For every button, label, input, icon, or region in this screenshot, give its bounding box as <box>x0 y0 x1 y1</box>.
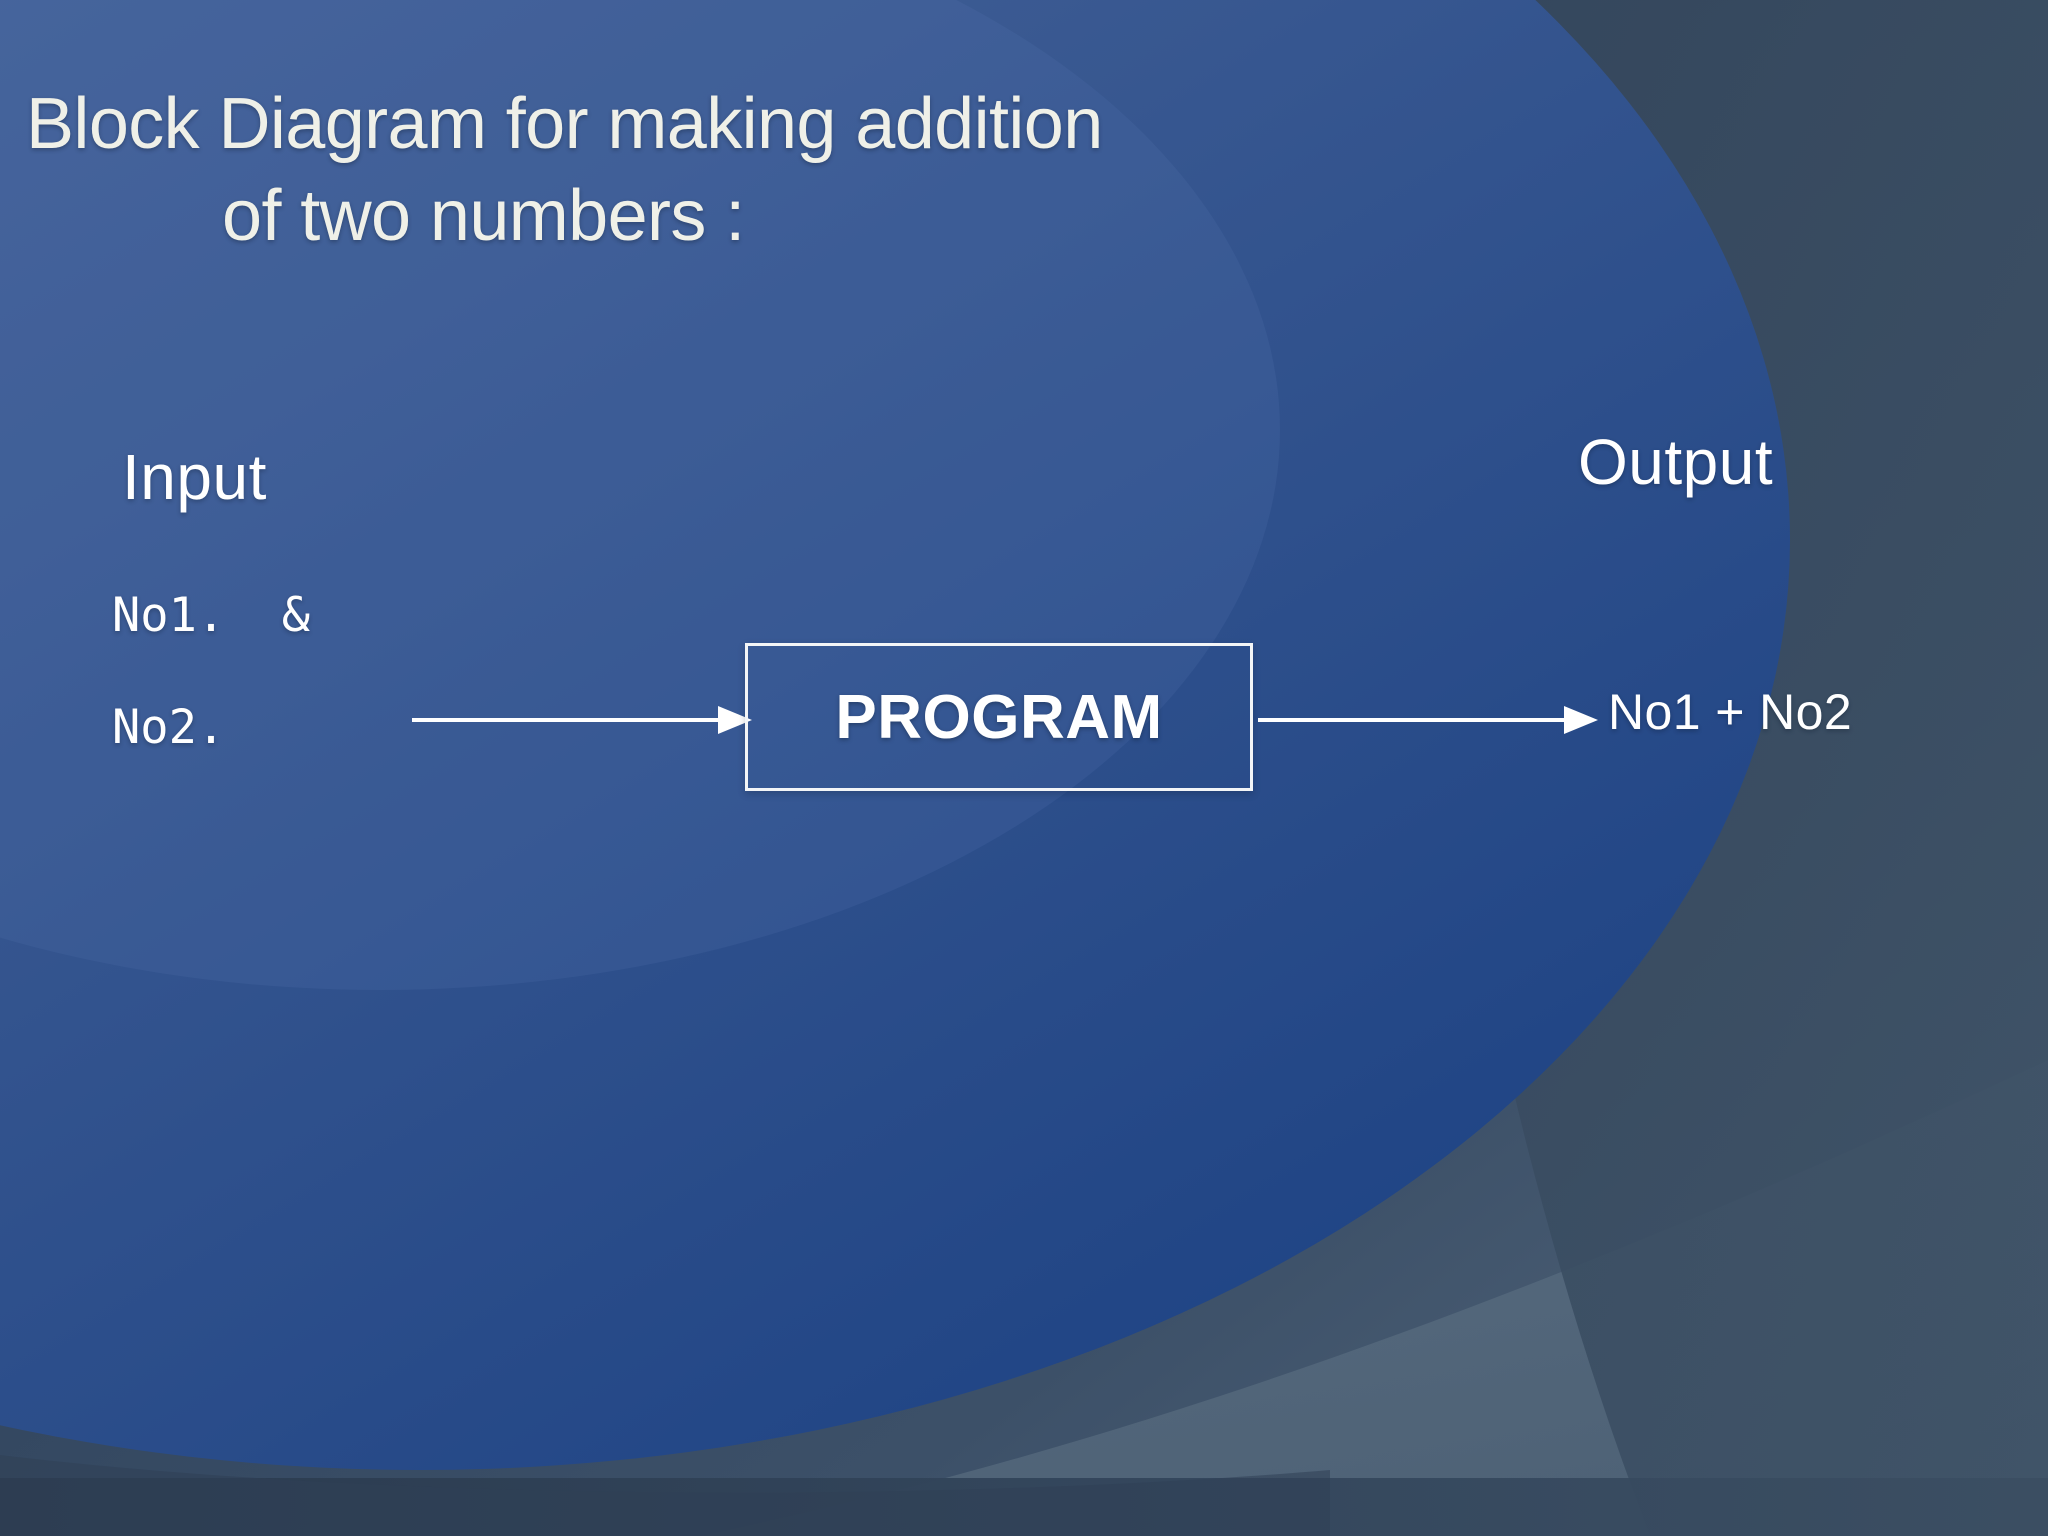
title-line-1: Block Diagram for making addition <box>26 84 1103 164</box>
background-bottom-band <box>0 1478 2048 1536</box>
arrow-right-icon <box>412 706 752 734</box>
slide-title: Block Diagram for making addition of two… <box>26 78 1586 262</box>
background-bottom-curve <box>0 1455 1330 1536</box>
input-heading: Input <box>122 441 267 513</box>
arrow-program-to-output <box>1258 700 1598 740</box>
program-box-label: PROGRAM <box>835 682 1163 752</box>
input-operand-line-2: No2. <box>112 700 226 755</box>
input-operand-line-1: No1. & <box>112 588 311 643</box>
arrow-input-to-program <box>412 700 752 740</box>
output-value: No1 + No2 <box>1608 684 1853 740</box>
arrow-right-icon <box>1258 706 1598 734</box>
program-box: PROGRAM <box>745 643 1253 791</box>
background-wedge-light <box>700 1060 2048 1536</box>
output-heading: Output <box>1578 426 1774 498</box>
title-line-2: of two numbers : <box>222 176 745 257</box>
